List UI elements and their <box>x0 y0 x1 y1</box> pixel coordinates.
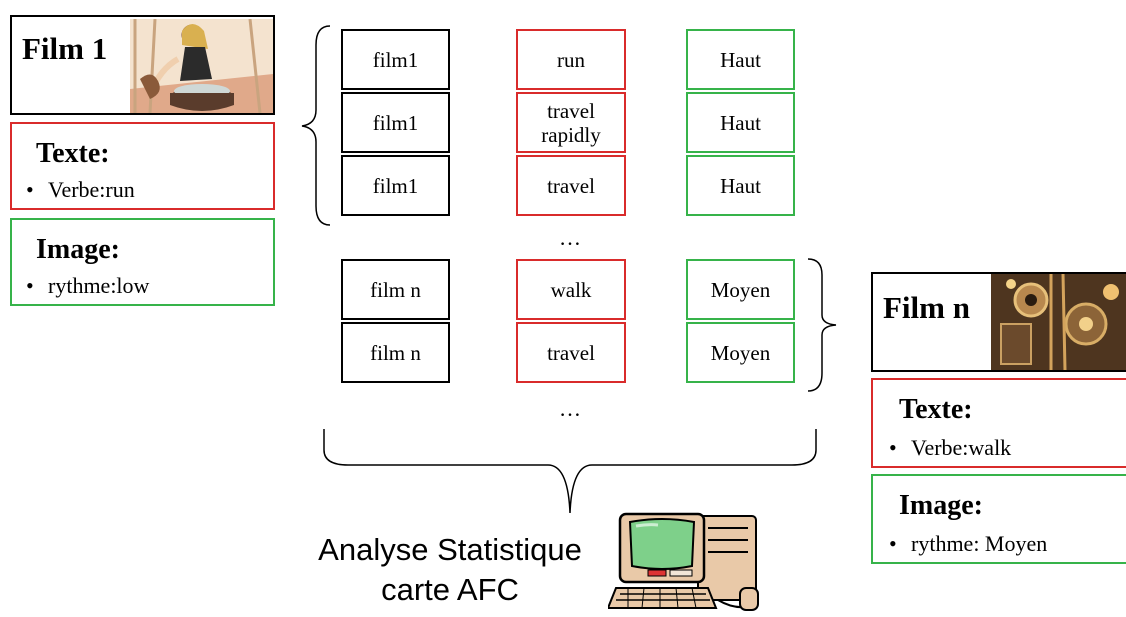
group1-row3-verb: travel <box>516 155 626 216</box>
group2-row2-verb: travel <box>516 322 626 383</box>
bullet-icon: • <box>26 273 34 298</box>
group1-row1-film: film1 <box>341 29 450 90</box>
film1-texte-box: Texte: • Verbe:run <box>10 122 275 210</box>
group2-row2-rythme: Moyen <box>686 322 795 383</box>
group2-right-brace-icon <box>807 258 837 392</box>
film1-title: Film 1 <box>22 31 108 66</box>
bottom-brace-icon <box>323 429 817 514</box>
analysis-line2: carte AFC <box>381 572 519 607</box>
group1-left-brace-icon <box>301 25 331 226</box>
film1-texte-item: • Verbe:run <box>26 177 135 203</box>
filmn-texte-item: • Verbe:walk <box>889 435 1011 461</box>
ellipsis-1: … <box>559 225 581 250</box>
film1-image-box: Image: • rythme:low <box>10 218 275 306</box>
film1-image-heading: Image: <box>36 234 120 265</box>
computer-icon <box>608 512 759 611</box>
filmn-image-value: rythme: Moyen <box>911 531 1048 556</box>
group1-row3-rythme: Haut <box>686 155 795 216</box>
film1-texte-value: Verbe:run <box>48 177 135 202</box>
group1-row2-rythme: Haut <box>686 92 795 153</box>
ellipsis-2: … <box>559 396 581 421</box>
film1-texte-heading: Texte: <box>36 138 110 169</box>
group1-row2-film: film1 <box>341 92 450 153</box>
filmn-thumbnail <box>991 274 1126 370</box>
bullet-icon: • <box>889 435 897 460</box>
group1-row3-film: film1 <box>341 155 450 216</box>
group1-row2-verb: travel rapidly <box>516 92 626 153</box>
group2-row1-verb: walk <box>516 259 626 320</box>
group1-row1-verb: run <box>516 29 626 90</box>
filmn-card: Film n <box>871 272 1126 372</box>
bullet-icon: • <box>26 177 34 202</box>
film1-card: Film 1 <box>10 15 275 115</box>
group1-row1-rythme: Haut <box>686 29 795 90</box>
filmn-image-box: Image: • rythme: Moyen <box>871 474 1126 564</box>
group1-row2-verb-text: travel rapidly <box>541 98 601 147</box>
film1-image-item: • rythme:low <box>26 273 149 299</box>
bullet-icon: • <box>889 531 897 556</box>
group2-row1-film: film n <box>341 259 450 320</box>
film1-image-value: rythme:low <box>48 273 150 298</box>
filmn-texte-value: Verbe:walk <box>911 435 1012 460</box>
filmn-image-heading: Image: <box>899 490 983 521</box>
analysis-line1: Analyse Statistique <box>318 532 582 567</box>
filmn-image-item: • rythme: Moyen <box>889 531 1047 557</box>
filmn-texte-box: Texte: • Verbe:walk <box>871 378 1126 468</box>
group2-row1-rythme: Moyen <box>686 259 795 320</box>
film1-thumbnail <box>130 19 273 113</box>
group2-row2-film: film n <box>341 322 450 383</box>
filmn-texte-heading: Texte: <box>899 394 973 425</box>
filmn-title: Film n <box>883 290 970 325</box>
analysis-label: Analyse Statistique carte AFC <box>290 530 610 610</box>
